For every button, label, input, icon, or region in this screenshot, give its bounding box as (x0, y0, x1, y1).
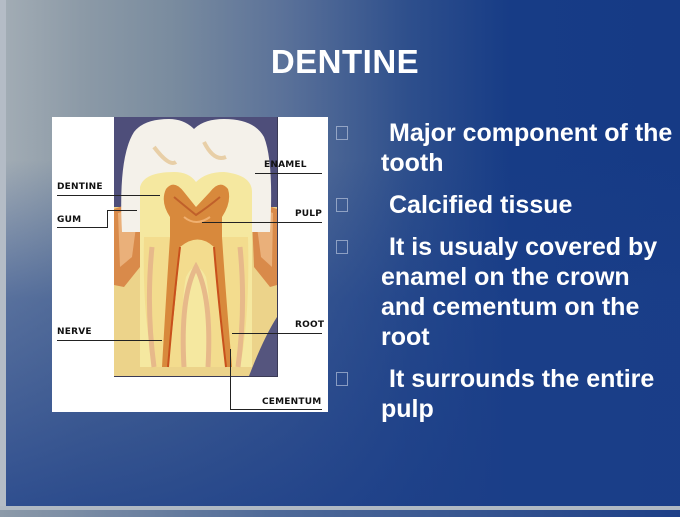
square-bullet-icon (336, 198, 348, 212)
leader-line-gum-top (107, 210, 137, 211)
square-bullet-icon (336, 240, 348, 254)
leader-line-cementum-v (230, 349, 231, 409)
label-root: ROOT (295, 320, 325, 330)
tooth-cross-section-icon (114, 119, 277, 376)
leader-line-gum-h (57, 227, 107, 228)
bottom-border (0, 506, 680, 510)
label-pulp: PULP (295, 209, 323, 219)
next-slide-edge (0, 510, 680, 517)
bullet-item: Calcified tissue (333, 190, 673, 220)
label-enamel: ENAMEL (264, 160, 307, 170)
left-edge-strip (0, 0, 6, 517)
bullet-text: It is usualy covered by enamel on the cr… (381, 233, 658, 351)
bullet-text: Major component of the tooth (381, 119, 673, 177)
label-gum: GUM (57, 215, 82, 225)
leader-line-dentine (57, 195, 160, 196)
tooth-illustration (114, 117, 278, 377)
label-nerve: NERVE (57, 327, 92, 337)
bullet-text: It surrounds the entire pulp (381, 365, 655, 423)
leader-line-nerve (57, 340, 162, 341)
bullet-item: It surrounds the entire pulp (333, 364, 673, 424)
square-bullet-icon (336, 126, 348, 140)
slide-title: DENTINE (270, 43, 420, 80)
leader-line-root (232, 333, 322, 334)
bullet-item: It is usualy covered by enamel on the cr… (333, 232, 673, 352)
leader-line-pulp (202, 222, 322, 223)
leader-line-cementum-h (230, 409, 322, 410)
tooth-diagram: ENAMEL DENTINE GUM PULP NERVE ROOT CEMEN… (52, 117, 328, 412)
label-cementum: CEMENTUM (262, 397, 322, 407)
bullet-list: Major component of the tooth Calcified t… (333, 118, 673, 436)
leader-line-enamel (255, 173, 322, 174)
bullet-item: Major component of the tooth (333, 118, 673, 178)
square-bullet-icon (336, 372, 348, 386)
label-dentine: DENTINE (57, 182, 103, 192)
leader-line-gum-v (107, 210, 108, 228)
bullet-text: Calcified tissue (389, 191, 573, 219)
